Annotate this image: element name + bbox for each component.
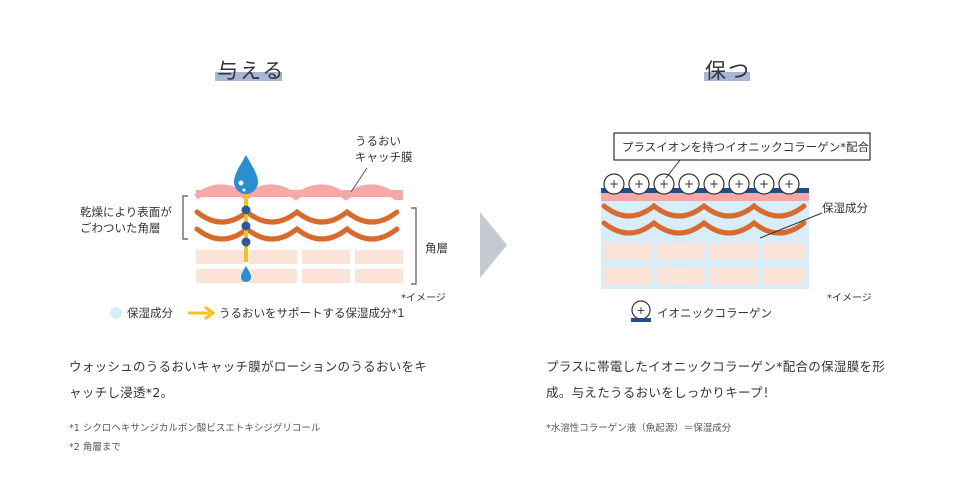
plus-signs-icon: + + + + + + + + <box>609 177 794 191</box>
moisture-leader <box>759 212 823 239</box>
drop-highlight-icon <box>238 180 244 186</box>
left-image-note: *イメージ <box>401 293 446 304</box>
collagen-callout-label: プラスイオンを持つイオニックコラーゲン*配合 <box>622 140 870 154</box>
left-description-line1: ウォッシュのうるおいキャッチ膜がローションのうるおいをキ <box>69 359 428 374</box>
left-footnote-2: *2 角層まで <box>69 442 121 453</box>
legend-moisture-dot-icon <box>110 307 122 319</box>
drop-highlight-small-icon <box>242 188 246 192</box>
right-image-note: *イメージ <box>827 293 872 304</box>
catch-film-label-line2: キャッチ膜 <box>355 150 413 164</box>
svg-text:+: + <box>759 177 769 191</box>
svg-text:+: + <box>709 177 719 191</box>
right-title-underline <box>704 72 750 81</box>
dry-surface-bracket <box>182 195 188 240</box>
right-description-line1: プラスに帯電したイオニックコラーゲン*配合の保湿膜を形 <box>546 359 886 374</box>
legend-collagen-label: イオニックコラーゲン <box>657 306 772 320</box>
collagen-callout-box <box>613 132 871 161</box>
stratum-bracket <box>411 207 417 285</box>
legend-moisture-label: 保湿成分 <box>127 306 173 320</box>
right-orange-layers <box>601 202 807 236</box>
plus-ions <box>603 173 800 195</box>
right-collagen-film <box>601 188 809 193</box>
dry-surface-label: 乾燥により表面が ごわついた角層 <box>80 204 172 236</box>
chevron-right-icon <box>480 212 507 278</box>
right-footnote-1: *水溶性コラーゲン液（魚起源）＝保湿成分 <box>546 423 732 434</box>
right-title: 保つ <box>705 59 751 83</box>
small-drop-icon <box>241 266 251 282</box>
right-skin-cells <box>604 243 805 285</box>
left-description-line2: ャッチし浸透*2。 <box>69 385 174 400</box>
svg-text:+: + <box>684 177 694 191</box>
dry-surface-label-line2: ごわついた角層 <box>80 221 161 235</box>
right-description: プラスに帯電したイオニックコラーゲン*配合の保湿膜を形 成。与えたうるおいをしっ… <box>546 354 916 406</box>
right-moisture-label: 保湿成分 <box>822 201 868 215</box>
svg-text:+: + <box>734 177 744 191</box>
legend-arrow-icon <box>188 305 216 321</box>
legend-arrow-label: うるおいをサポートする保湿成分*1 <box>219 306 405 320</box>
collagen-callout-leader <box>665 159 681 179</box>
left-description: ウォッシュのうるおいキャッチ膜がローションのうるおいをキ ャッチし浸透*2。 <box>69 354 459 406</box>
legend-collagen-icon: + <box>631 300 651 322</box>
right-footnotes: *水溶性コラーゲン液（魚起源）＝保湿成分 <box>546 419 731 438</box>
svg-text:+: + <box>634 177 644 191</box>
right-pink-film <box>601 193 809 201</box>
dry-surface-label-line1: 乾燥により表面が <box>80 205 172 219</box>
svg-text:+: + <box>659 177 669 191</box>
left-skin-cells <box>196 250 403 283</box>
svg-text:+: + <box>609 177 619 191</box>
left-title-underline <box>215 72 282 81</box>
catch-film-leader <box>350 167 368 193</box>
left-footnotes: *1 シクロヘキサンジカルボン酸ビスエトキシジグリコール *2 角層まで <box>69 419 320 457</box>
left-pink-film <box>194 184 403 201</box>
left-orange-layers <box>194 208 400 242</box>
moisture-dots <box>241 205 251 247</box>
left-footnote-1: *1 シクロヘキサンジカルボン酸ビスエトキシジグリコール <box>69 423 321 434</box>
stratum-label: 角層 <box>425 241 448 255</box>
svg-text:+: + <box>636 304 645 317</box>
catch-film-label-line1: うるおい <box>355 134 401 148</box>
left-title: 与える <box>217 59 286 83</box>
right-description-line2: 成。与えたうるおいをしっかりキープ！ <box>546 385 776 400</box>
svg-text:+: + <box>784 177 794 191</box>
catch-film-label: うるおい キャッチ膜 <box>355 133 413 165</box>
